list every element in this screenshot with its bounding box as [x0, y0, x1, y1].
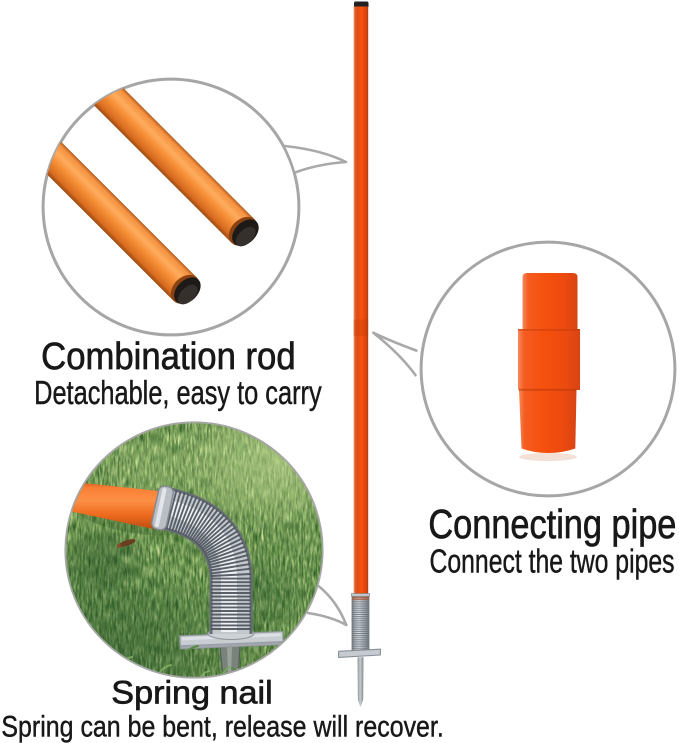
svg-text:Spring nail: Spring nail: [111, 675, 272, 711]
svg-text:Connecting pipe: Connecting pipe: [428, 501, 676, 547]
svg-text:Combination rod: Combination rod: [41, 336, 296, 378]
svg-text:Spring can be bent, release wi: Spring can be bent, release will recover…: [1, 711, 443, 743]
svg-text:Connect the two pipes: Connect the two pipes: [430, 542, 675, 579]
svg-text:Detachable, easy to carry: Detachable, easy to carry: [34, 374, 322, 411]
